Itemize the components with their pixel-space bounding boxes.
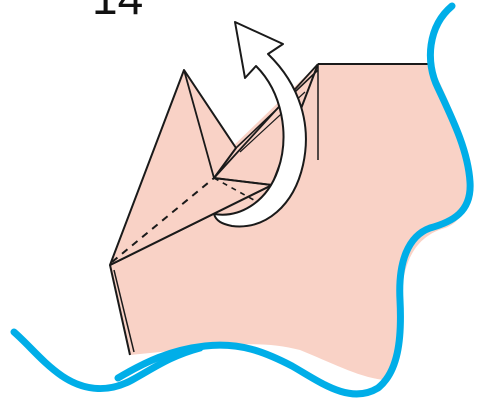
step-number: 14	[92, 0, 143, 24]
